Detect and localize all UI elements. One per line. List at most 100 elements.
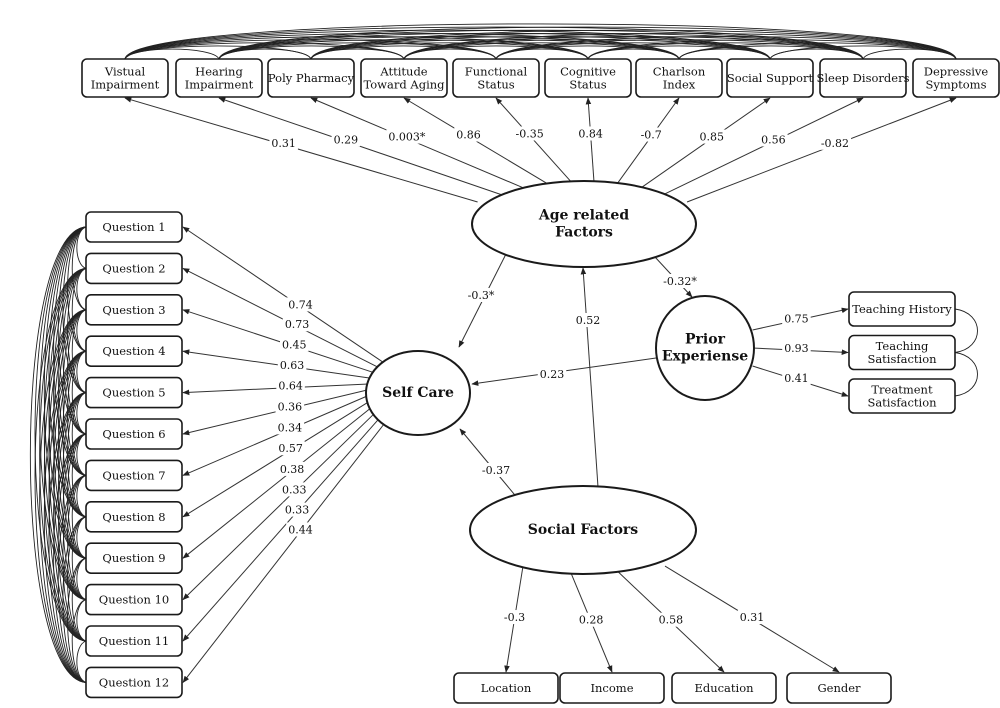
covariance-arc — [57, 226, 87, 435]
indicator-question-4: Question 4 — [85, 335, 183, 368]
indicator-question-8: Question 8 — [85, 500, 183, 533]
indicator-question-10-label: Question 10 — [99, 593, 169, 607]
covariance-arc — [53, 267, 87, 518]
coef-question-4: 0.63 — [280, 359, 305, 372]
indicator-question-6-box — [85, 418, 183, 450]
indicator-question-7-box — [85, 459, 183, 492]
coef-age-indicator-7-bg — [638, 127, 664, 142]
indicator-question-2: Question 2 — [85, 252, 183, 285]
covariance-arc — [57, 392, 87, 601]
covariance-arc — [43, 267, 87, 601]
coef-prior-indicator-2-bg — [782, 341, 811, 356]
indicator-social-2: Income — [559, 672, 665, 704]
coef-age-indicator-3-bg — [386, 129, 428, 144]
latent-social-factors-ellipse — [469, 485, 697, 575]
coef-question-10-bg — [280, 482, 309, 497]
covariance-arc — [76, 350, 87, 394]
coef-social-indicator-3: 0.58 — [659, 614, 684, 627]
covariance-arc — [76, 309, 87, 352]
coef-prior-to-selfcare-bg — [537, 367, 567, 381]
indicator-question-11-label: Question 11 — [99, 634, 169, 648]
covariance-arc — [53, 309, 87, 559]
coef-question-6: 0.36 — [278, 400, 303, 413]
covariance-arc — [403, 32, 957, 60]
indicator-age-8: Social Support — [726, 58, 814, 98]
indicator-social-2-label: Income — [590, 681, 633, 695]
indicator-social-3-label: Education — [694, 681, 754, 695]
coef-question-5-bg — [276, 378, 305, 393]
covariance-arc — [39, 226, 87, 601]
latent-self-care-label: Self Care — [382, 385, 454, 401]
indicator-question-5: Question 5 — [85, 376, 183, 409]
arrow-age-to-indicator-10 — [686, 97, 957, 203]
covariance-arc — [57, 433, 87, 642]
coef-question-12-bg — [286, 522, 315, 537]
indicator-age-3-label: Poly Pharmacy — [268, 71, 355, 85]
coef-question-1-bg — [286, 297, 315, 312]
indicator-question-8-box — [85, 500, 183, 533]
coef-question-2: 0.73 — [285, 318, 310, 331]
coef-question-11: 0.33 — [285, 504, 310, 517]
covariance-arc — [34, 226, 87, 642]
arrow-selfcare-to-question-12 — [182, 421, 386, 683]
coef-question-8: 0.57 — [278, 442, 303, 455]
indicator-question-4-box — [85, 335, 183, 368]
covariance-arc — [76, 557, 87, 601]
arrow-social-to-age — [580, 267, 599, 488]
coef-age-indicator-6-bg — [576, 126, 605, 141]
covariance-arc — [76, 640, 87, 683]
latent-self-care-ellipse — [365, 350, 471, 436]
coef-age-indicator-9-bg — [759, 132, 788, 147]
covariance-arc — [76, 433, 87, 476]
covariance-arc — [39, 267, 87, 642]
covariance-arc — [43, 226, 87, 559]
covariance-arc — [53, 433, 87, 683]
indicator-question-5-label: Question 5 — [102, 386, 165, 400]
coef-age-indicator-4: 0.86 — [456, 129, 481, 142]
indicator-question-7-label: Question 7 — [102, 468, 165, 482]
arrow-selfcare-to-question-4 — [182, 349, 372, 379]
arrow-age-to-indicator-1 — [124, 97, 478, 203]
indicator-social-1-box — [453, 672, 559, 704]
coef-age-indicator-5-bg — [513, 126, 546, 141]
coef-age-indicator-7: -0.7 — [641, 129, 662, 142]
arrow-selfcare-to-question-5 — [182, 383, 369, 396]
indicator-prior-1-label: Teaching History — [852, 302, 952, 316]
coef-question-11-bg — [282, 502, 312, 517]
coef-question-4-bg — [277, 357, 307, 372]
indicator-question-10: Question 10 — [85, 583, 183, 616]
indicator-age-4-box — [360, 58, 448, 98]
coef-age-indicator-8: 0.85 — [699, 131, 724, 144]
covariance-arc — [57, 267, 87, 476]
indicator-question-11: Question 11 — [85, 625, 183, 657]
arrow-selfcare-to-question-8 — [182, 401, 369, 518]
indicator-prior-2-box — [848, 334, 956, 371]
indicator-social-2-box — [559, 672, 665, 704]
coef-age-indicator-1: 0.31 — [271, 137, 296, 150]
indicator-prior-1: Teaching History — [848, 291, 956, 327]
covariance-arc — [76, 392, 87, 435]
arrow-selfcare-to-question-10 — [182, 412, 376, 601]
latent-social-factors: Social Factors — [469, 485, 697, 575]
indicator-question-3-box — [85, 293, 183, 326]
covariance-arc — [57, 350, 87, 559]
arrow-selfcare-to-question-1 — [182, 226, 386, 365]
coef-prior-indicator-2: 0.93 — [784, 342, 809, 355]
coef-social-indicator-3-bg — [656, 612, 686, 627]
indicator-age-9-box — [819, 58, 907, 98]
covariance-arc — [53, 226, 87, 476]
indicator-age-9: Sleep Disorders — [817, 58, 910, 98]
indicator-prior-3-box — [848, 378, 956, 414]
indicator-question-3: Question 3 — [85, 293, 183, 326]
covariance-arc — [124, 29, 771, 60]
coef-question-9: 0.38 — [280, 463, 305, 476]
